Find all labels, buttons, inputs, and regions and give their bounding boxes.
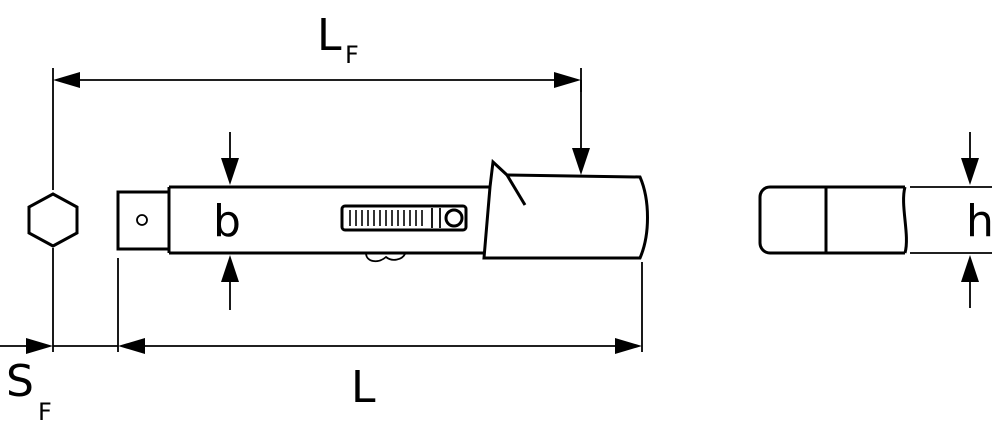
square-drive [116,190,171,251]
insert-tool-break [902,186,908,254]
sf-label: S [6,356,34,407]
h-label: h [966,196,994,247]
force-point-arrow [572,148,590,175]
b-label: b [213,196,241,247]
scale-knob [444,208,464,228]
handle-flap-edge [505,174,527,206]
sf-subscript: F [38,398,52,426]
lf-label: L [317,10,342,61]
drive-pin-hole [136,214,148,226]
l-label: L [351,362,376,413]
hexagon-symbol [27,192,79,248]
release-clip [365,252,406,263]
scale-window [340,204,468,232]
handle-grip [482,158,649,260]
lever-body [167,185,490,255]
insert-tool-outline [758,185,905,255]
lf-subscript: F [345,41,359,69]
scale-ticks [349,210,423,226]
